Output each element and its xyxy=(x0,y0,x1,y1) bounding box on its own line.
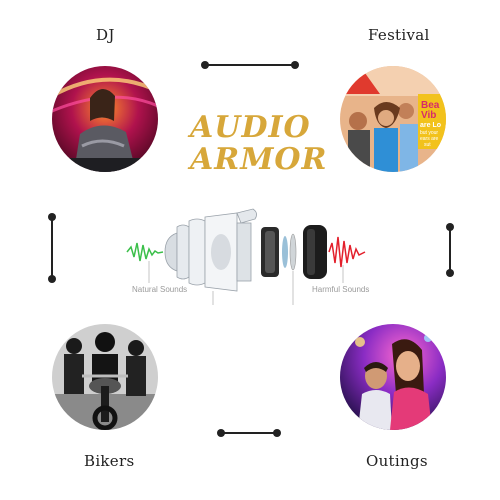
natural-sounds-caption: Natural Sounds xyxy=(132,285,188,294)
festival-sign-text-5: ears are xyxy=(420,136,439,142)
connector-right xyxy=(446,223,454,277)
outings-photo xyxy=(340,324,446,430)
filter-membrane xyxy=(282,236,288,268)
connector-left xyxy=(48,213,56,283)
brand-line-2: ARMOR xyxy=(190,142,328,177)
festival-sign-text-1: Bea xyxy=(421,100,440,111)
bikers-photo xyxy=(52,324,158,430)
festival-photo: Bea Vib are Lo but your ears are sut xyxy=(340,66,446,172)
brand-line-1: AUDIO xyxy=(190,110,311,145)
brand-logo: AUDIO ARMOR xyxy=(190,110,328,177)
label-dj: DJ xyxy=(96,26,115,44)
label-bikers: Bikers xyxy=(84,452,135,470)
harmful-sounds-caption: Harmful Sounds xyxy=(312,285,370,294)
green-sound-wave xyxy=(126,242,164,262)
festival-sign-text-3: are Lo xyxy=(420,122,441,129)
earplug-diagram xyxy=(126,208,366,305)
label-outings: Outings xyxy=(366,452,428,470)
festival-sign-text-4: but your xyxy=(420,130,438,136)
festival-sign-text-6: sut xyxy=(424,142,431,148)
connector-bottom xyxy=(217,429,281,437)
connector-top xyxy=(201,61,299,69)
label-festival: Festival xyxy=(368,26,430,44)
dj-photo xyxy=(52,66,158,172)
red-sound-wave xyxy=(328,236,366,268)
festival-sign-text-2: Vib xyxy=(421,110,436,121)
earplug-icon xyxy=(164,208,257,292)
